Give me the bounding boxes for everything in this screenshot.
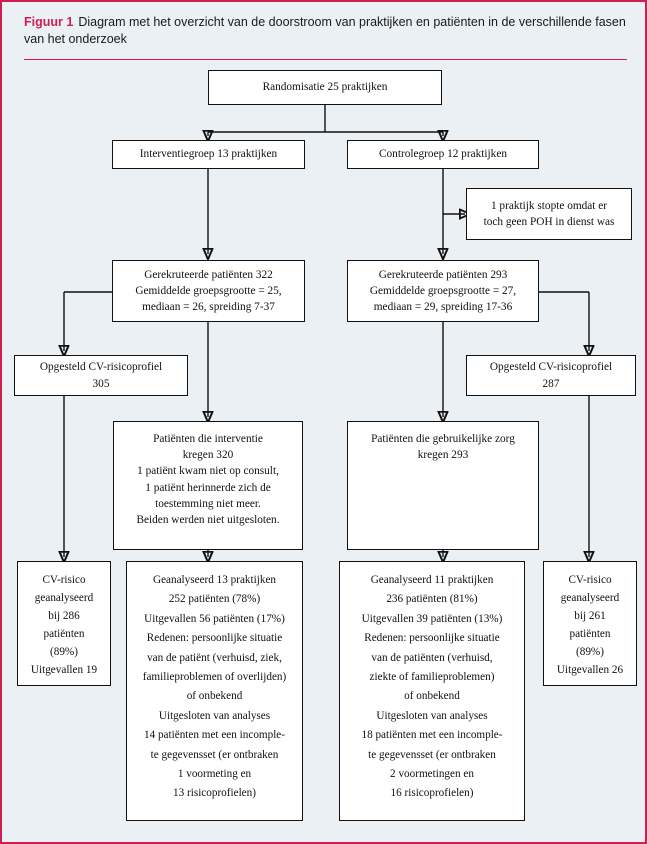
node-usual-care-received-label: Patiënten die gebruikelijke zorg kregen …	[371, 433, 515, 462]
node-intervention-group: Interventiegroep 13 praktijken	[112, 140, 305, 169]
node-recruited-intervention-label: Gerekruteerde patiënten 322 Gemiddelde g…	[135, 268, 282, 314]
node-recruited-control-label: Gerekruteerde patiënten 293 Gemiddelde g…	[369, 268, 517, 314]
node-cv-profile-control-label: Opgesteld CV-risicoprofiel 287	[489, 361, 613, 390]
node-recruited-intervention: Gerekruteerde patiënten 322 Gemiddelde g…	[112, 260, 305, 322]
node-stopped-practice-label: 1 praktijk stopte omdat er toch geen POH…	[483, 199, 615, 228]
node-stopped-practice: 1 praktijk stopte omdat er toch geen POH…	[466, 188, 632, 240]
caption-divider	[24, 59, 627, 60]
node-cv-risk-control-label: CV-risico geanalyseerd bij 261 patiënten…	[556, 574, 624, 676]
node-control-group-label: Controlegroep 12 praktijken	[378, 148, 507, 161]
node-analysed-control: Geanalyseerd 11 praktijken 236 patiënten…	[339, 561, 525, 821]
figure-label: Figuur 1	[24, 15, 74, 29]
node-usual-care-received: Patiënten die gebruikelijke zorg kregen …	[347, 421, 539, 550]
node-control-group: Controlegroep 12 praktijken	[347, 140, 539, 169]
node-cv-profile-intervention-label: Opgesteld CV-risicoprofiel 305	[39, 361, 163, 390]
node-cv-risk-control: CV-risico geanalyseerd bij 261 patiënten…	[543, 561, 637, 686]
node-analysed-control-label: Geanalyseerd 11 praktijken 236 patiënten…	[361, 574, 503, 800]
node-randomisation-label: Randomisatie 25 praktijken	[262, 81, 388, 94]
node-recruited-control: Gerekruteerde patiënten 293 Gemiddelde g…	[347, 260, 539, 322]
node-analysed-intervention-label: Geanalyseerd 13 praktijken 252 patiënten…	[142, 574, 287, 800]
node-intervention-group-label: Interventiegroep 13 praktijken	[139, 148, 278, 161]
figure-caption-text: Diagram met het overzicht van de doorstr…	[24, 15, 626, 46]
node-randomisation: Randomisatie 25 praktijken	[208, 70, 442, 105]
node-cv-risk-intervention-label: CV-risico geanalyseerd bij 286 patiënten…	[30, 574, 98, 676]
node-intervention-received-label: Patiënten die interventie kregen 320 1 p…	[136, 433, 280, 527]
node-cv-profile-intervention: Opgesteld CV-risicoprofiel 305	[14, 355, 188, 396]
node-intervention-received: Patiënten die interventie kregen 320 1 p…	[113, 421, 303, 550]
node-cv-profile-control: Opgesteld CV-risicoprofiel 287	[466, 355, 636, 396]
node-analysed-intervention: Geanalyseerd 13 praktijken 252 patiënten…	[126, 561, 303, 821]
node-cv-risk-intervention: CV-risico geanalyseerd bij 286 patiënten…	[17, 561, 111, 686]
